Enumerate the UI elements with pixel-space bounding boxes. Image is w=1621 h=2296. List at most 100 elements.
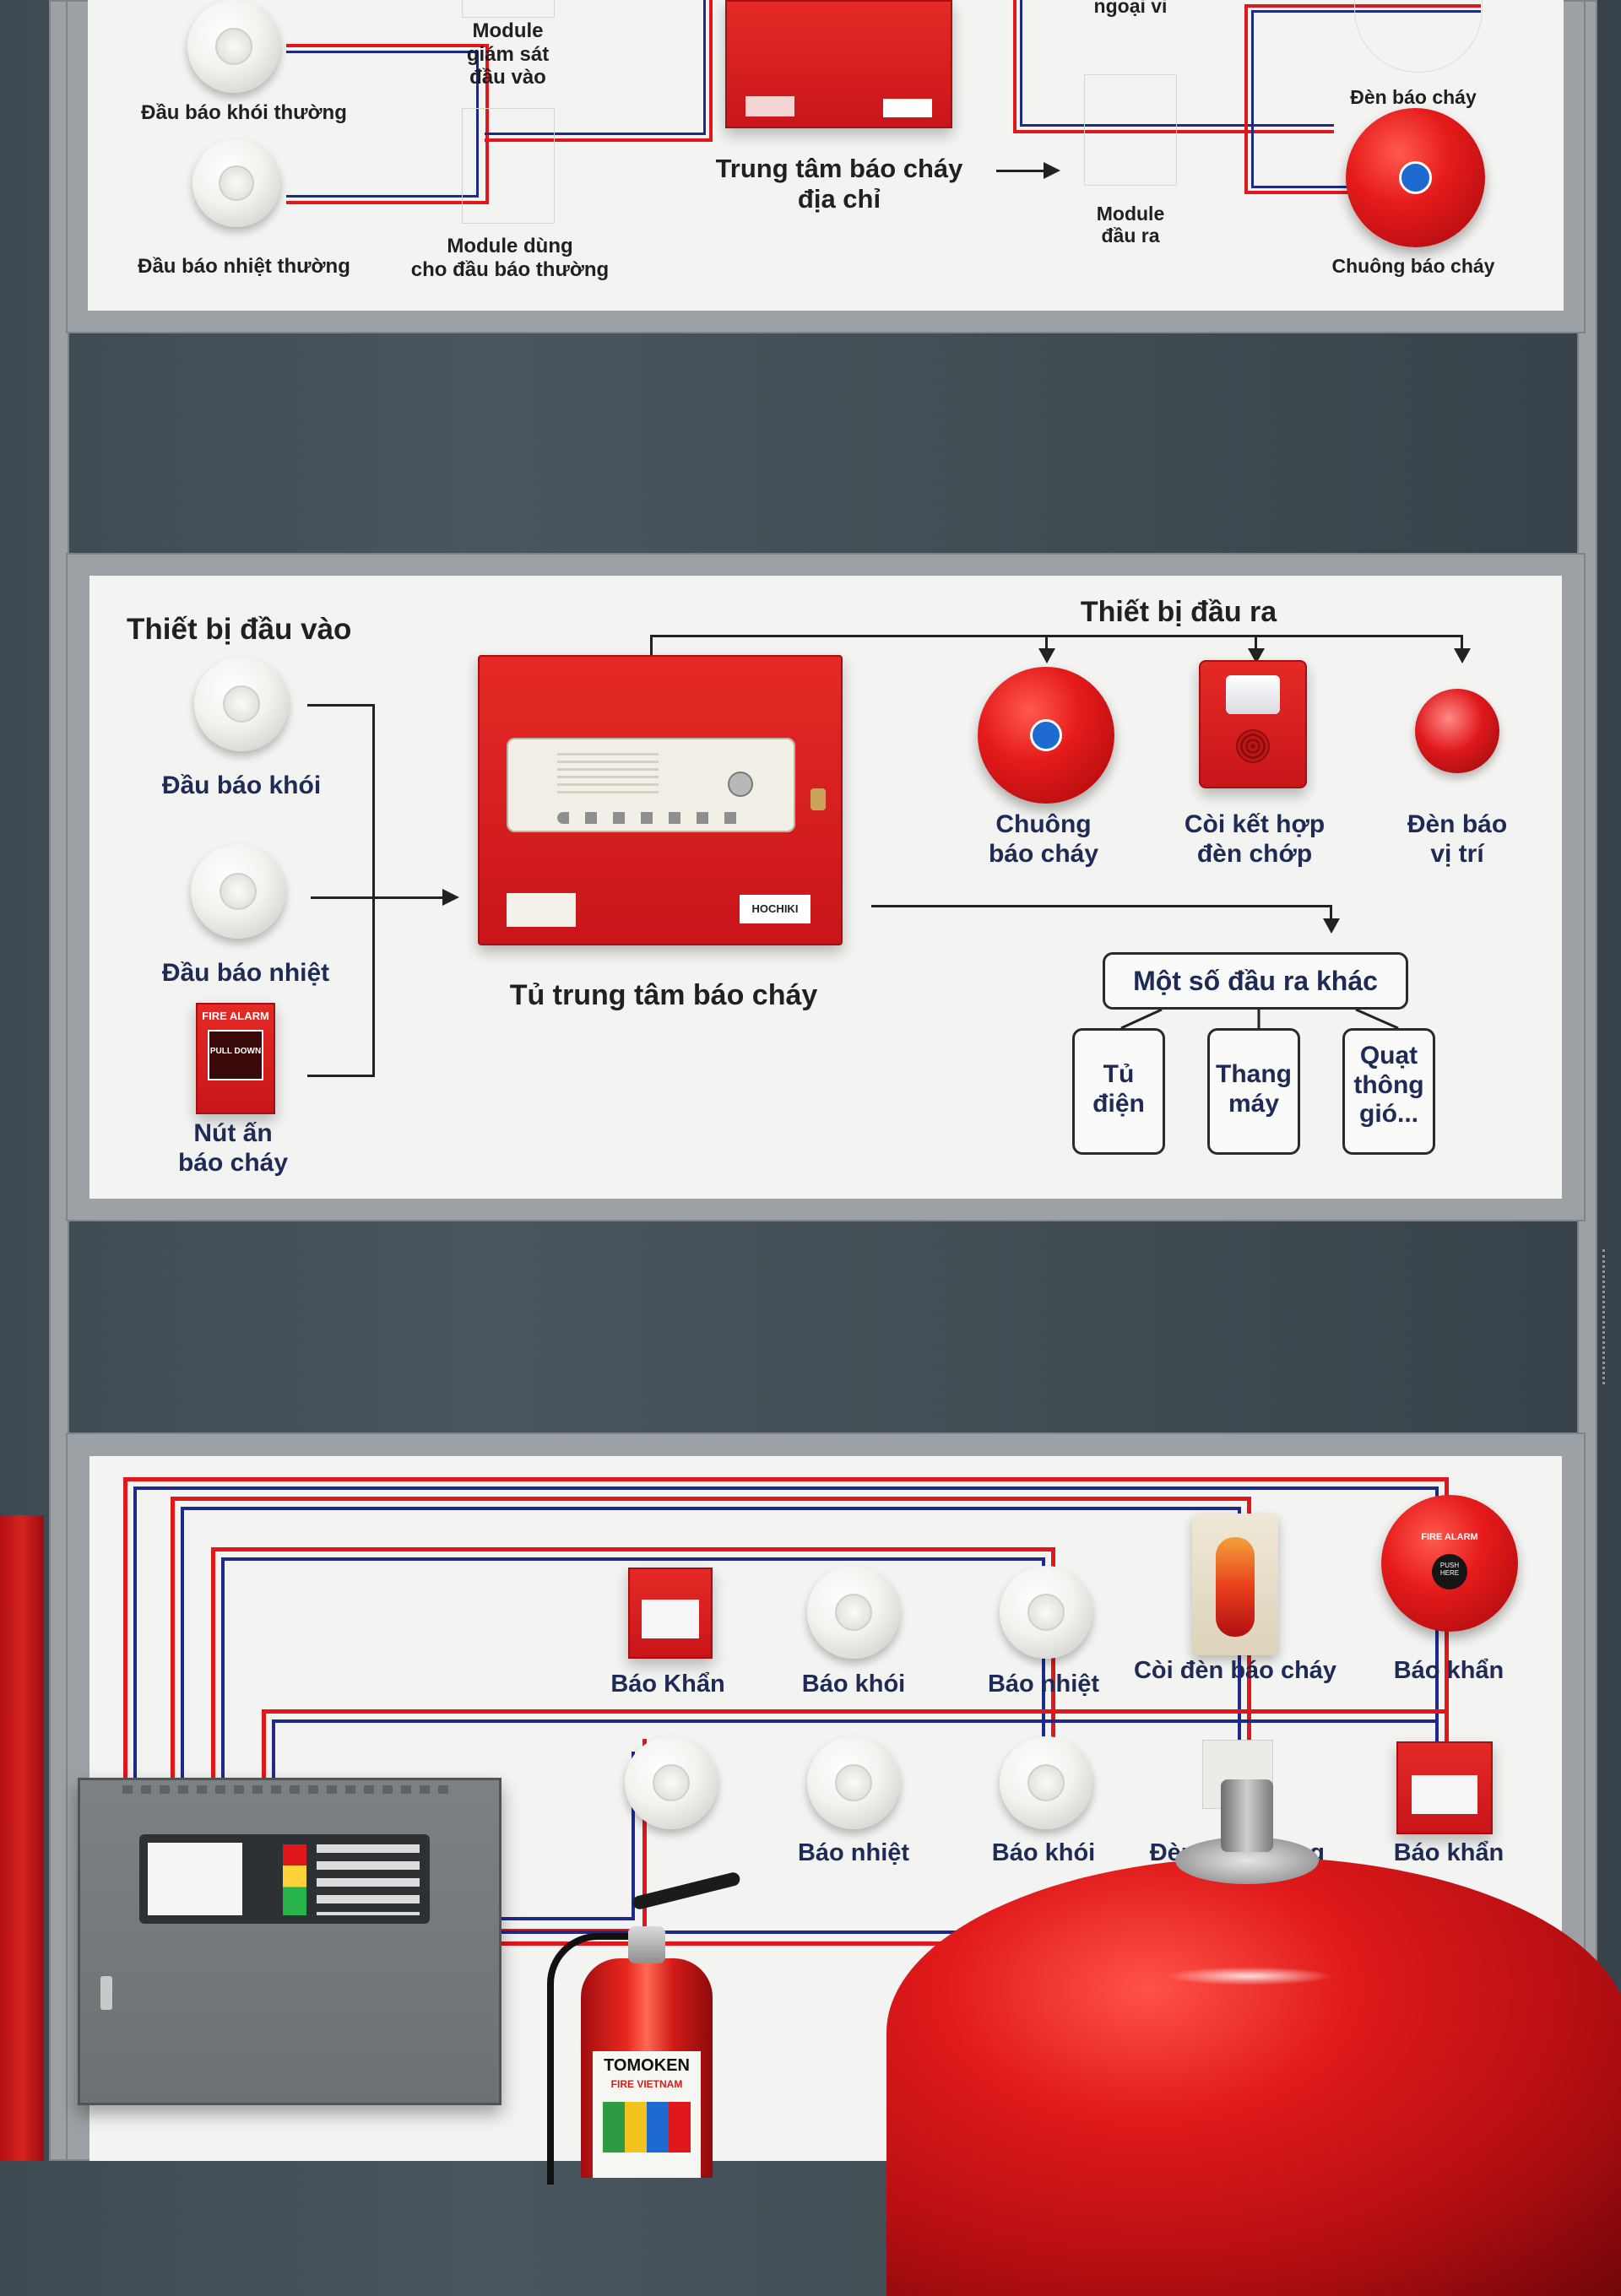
manual-pull-window: PULL DOWN <box>208 1030 263 1080</box>
loop-row1-blue <box>221 1557 1045 1817</box>
tank-highlight <box>1165 1967 1334 1985</box>
cabinet-led-area <box>557 753 659 795</box>
loop-outer-red <box>123 1477 1449 1815</box>
extinguisher-sub: FIRE VIETNAM <box>610 2078 683 2090</box>
middle-panel: Thiết bị đầu vào Đầu báo khói Đầu báo nh… <box>89 576 1562 1199</box>
output-horn-arrow <box>1248 648 1265 663</box>
heat-detector-icon <box>625 1736 718 1829</box>
module-input-label: Module giám sát đầu vào <box>466 19 550 89</box>
horn-strobe-lens <box>1216 1537 1255 1637</box>
module-output-placeholder <box>1084 74 1177 186</box>
strobe-label: Đèn báo cháy <box>1350 86 1477 108</box>
row1-label-manual: Báo Khẩn <box>610 1671 725 1698</box>
fire-extinguisher: TOMOKEN FIRE VIETNAM <box>581 1958 713 2178</box>
output-light-arrow <box>1454 648 1471 663</box>
cabinet-brand-plate: HOCHIKI <box>740 895 810 923</box>
top-wire-left-blue <box>286 51 479 198</box>
suppression-tank <box>886 1857 1621 2296</box>
position-light-icon <box>1415 689 1499 773</box>
center-arrow-head <box>1044 162 1060 179</box>
row1-label-heat: Báo nhiệt <box>987 1671 1100 1698</box>
sub-output-elevator-label: Thang máy <box>1216 1060 1292 1118</box>
tank-valve <box>1221 1779 1273 1852</box>
heat-detector-icon <box>807 1736 900 1829</box>
output-devices-title: Thiết bị đầu ra <box>1080 596 1277 628</box>
input-devices-title: Thiết bị đầu vào <box>127 613 352 646</box>
top-wire-left <box>286 44 489 204</box>
top-wire-vertical <box>485 0 713 142</box>
panel-display-area <box>139 1834 430 1924</box>
extinguisher-class-icons <box>603 2102 691 2152</box>
horn-strobe-device <box>1199 660 1307 788</box>
row1-label-manual-2: Báo khẩn <box>1393 1657 1504 1684</box>
loop-inner-red-2 <box>368 1760 1423 1946</box>
panel-top-vent <box>122 1785 452 1794</box>
sub-output-fan-label: Quạt thông gió... <box>1353 1042 1424 1128</box>
smoke-detector-label: Đầu báo khói thường <box>141 101 347 124</box>
output-top-line <box>650 635 1461 637</box>
hanging-chain <box>1602 1249 1615 1384</box>
fire-bell-label: Chuông báo cháy <box>988 810 1099 868</box>
smoke-detector-icon <box>187 0 280 93</box>
loop-second-blue <box>181 1507 1241 1817</box>
row2-label-smoke: Báo khói <box>991 1839 1096 1866</box>
module-conventional-label: Module dùng cho đầu báo thường <box>410 235 610 281</box>
call-point-window <box>1412 1775 1477 1814</box>
addressable-control-panel <box>725 0 952 128</box>
module-output-label: Module đầu ra <box>1096 203 1165 247</box>
bell-label: Chuông báo cháy <box>1331 255 1495 277</box>
fire-bell-icon <box>1346 108 1485 247</box>
sub-output-electric-label: Tủ điện <box>1092 1060 1145 1118</box>
center-arrow-line <box>996 170 1049 172</box>
strobe-lens <box>1226 675 1280 714</box>
fire-alarm-control-cabinet: HOCHIKI <box>478 655 843 945</box>
input-arrow-head <box>442 889 459 906</box>
manual-call-point-2 <box>1396 1741 1493 1834</box>
smoke-detector-icon <box>807 1566 900 1659</box>
horn-grille <box>1236 729 1270 763</box>
output-horn-line <box>1255 635 1257 650</box>
smoke-detector-icon <box>1000 1736 1092 1829</box>
manual-call-point-label: Nút ấn báo cháy <box>177 1119 289 1177</box>
cabinet-buttons-row <box>557 812 751 824</box>
manual-call-point: FIRE ALARM PULL DOWN <box>196 1003 275 1114</box>
heat-detector-icon <box>1000 1566 1092 1659</box>
horn-strobe-label: Còi kết hợp đèn chớp <box>1184 810 1326 868</box>
output-light-line <box>1461 635 1463 650</box>
fire-alarm-bell-icon: FIRE ALARM PUSH HERE <box>1381 1495 1518 1632</box>
extinguisher-brand: TOMOKEN <box>604 2056 690 2075</box>
other-output-line <box>871 905 1332 907</box>
horn-strobe-device <box>1192 1514 1278 1655</box>
extinguisher-label: TOMOKEN FIRE VIETNAM <box>593 2051 701 2178</box>
output-bell-arrow <box>1038 648 1055 663</box>
top-wire-right-blue <box>1020 0 1334 127</box>
other-outputs-box <box>1103 952 1408 1010</box>
loop-inner-blue-2 <box>368 1770 1423 1934</box>
smoke-detector-icon <box>194 657 289 751</box>
top-wire-vertical-blue <box>485 0 706 135</box>
loop-row1-red <box>211 1547 1055 1817</box>
input-bracket <box>307 704 375 1077</box>
row2-label-manual: Báo khẩn <box>1393 1839 1504 1866</box>
row2-label-heat: Báo nhiệt <box>797 1839 910 1866</box>
panel-brand-plate <box>883 99 932 117</box>
call-point-window <box>642 1600 699 1638</box>
peripheral-label: ngoại vi <box>1093 0 1168 17</box>
fire-bell-icon <box>978 667 1114 804</box>
row1-label-horn: Còi đèn báo cháy <box>1133 1657 1337 1684</box>
loop-second-red <box>171 1497 1251 1817</box>
push-here-text: PUSH HERE <box>1439 1562 1460 1577</box>
row1-label-smoke: Báo khói <box>801 1671 906 1698</box>
position-light-label: Đèn báo vị trí <box>1407 810 1508 868</box>
cabinet-brand-text: HOCHIKI <box>751 902 799 915</box>
extinguisher-hose <box>547 1933 647 2185</box>
heat-detector-icon <box>191 844 285 939</box>
sub-output-box-elevator <box>1207 1028 1300 1155</box>
center-label: Trung tâm báo cháy địa chỉ <box>715 154 963 214</box>
manual-call-point-text: FIRE ALARM <box>202 1010 269 1022</box>
manual-call-point-1 <box>628 1568 713 1659</box>
conventional-control-panel <box>78 1778 501 2105</box>
module-conventional-placeholder <box>462 108 555 224</box>
side-red-cabinet <box>0 1515 44 2161</box>
other-output-arrow <box>1323 918 1340 934</box>
